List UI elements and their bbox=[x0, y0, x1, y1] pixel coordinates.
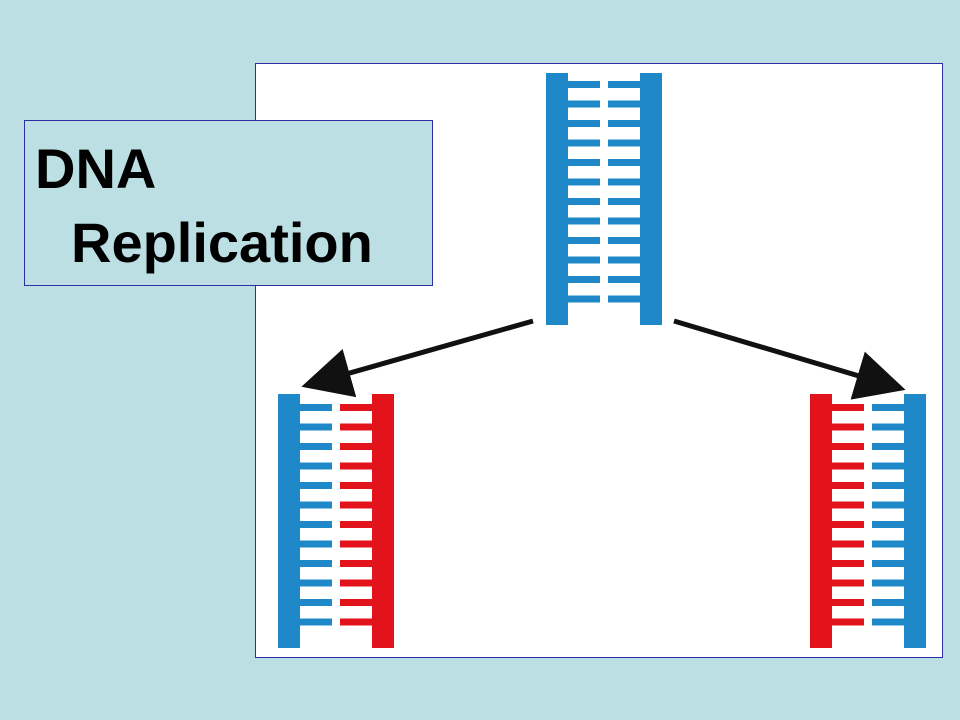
base-left bbox=[568, 217, 600, 225]
base-right bbox=[872, 443, 904, 450]
base-left bbox=[300, 599, 332, 606]
base-left bbox=[300, 540, 332, 548]
base-right bbox=[340, 540, 372, 548]
base-left bbox=[568, 295, 600, 303]
base-right bbox=[872, 579, 904, 587]
base-right bbox=[608, 159, 640, 166]
base-left bbox=[300, 521, 332, 528]
base-left bbox=[300, 462, 332, 470]
base-left bbox=[832, 599, 864, 606]
base-right bbox=[340, 618, 372, 626]
base-left bbox=[832, 618, 864, 626]
base-right bbox=[608, 256, 640, 264]
base-left bbox=[300, 423, 332, 431]
base-left bbox=[300, 618, 332, 626]
left-strand-backbone bbox=[810, 394, 832, 648]
base-left bbox=[832, 443, 864, 450]
base-left bbox=[568, 100, 600, 108]
left-strand-backbone bbox=[278, 394, 300, 648]
base-left bbox=[568, 237, 600, 244]
base-left bbox=[832, 482, 864, 489]
base-right bbox=[608, 276, 640, 283]
base-left bbox=[300, 482, 332, 489]
base-right bbox=[340, 443, 372, 450]
base-right bbox=[608, 100, 640, 108]
base-left bbox=[568, 198, 600, 205]
base-left bbox=[832, 404, 864, 411]
base-right bbox=[340, 579, 372, 587]
base-right bbox=[340, 599, 372, 606]
base-left bbox=[832, 423, 864, 431]
base-right bbox=[608, 237, 640, 244]
base-right bbox=[340, 501, 372, 509]
base-right bbox=[872, 521, 904, 528]
dna-replication-diagram bbox=[278, 73, 926, 648]
base-left bbox=[568, 178, 600, 186]
base-left bbox=[300, 501, 332, 509]
title-line-replication: Replication bbox=[71, 211, 373, 274]
right-daughter-dna-molecule bbox=[810, 394, 926, 648]
base-right bbox=[872, 482, 904, 489]
left-daughter-dna-molecule bbox=[278, 394, 394, 648]
arrow-to-right-daughter bbox=[673, 318, 906, 400]
base-left bbox=[832, 521, 864, 528]
title-line-dna: DNA bbox=[35, 137, 157, 200]
base-right bbox=[608, 139, 640, 147]
base-left bbox=[300, 404, 332, 411]
base-left bbox=[832, 579, 864, 587]
base-left bbox=[568, 159, 600, 166]
base-right bbox=[608, 295, 640, 303]
base-right bbox=[872, 423, 904, 431]
base-left bbox=[568, 139, 600, 147]
base-left bbox=[300, 560, 332, 567]
base-right bbox=[340, 462, 372, 470]
base-right bbox=[340, 521, 372, 528]
base-right bbox=[608, 81, 640, 88]
base-right bbox=[872, 462, 904, 470]
base-left bbox=[832, 501, 864, 509]
base-left bbox=[300, 443, 332, 450]
base-left bbox=[568, 81, 600, 88]
base-right bbox=[872, 501, 904, 509]
right-strand-backbone bbox=[372, 394, 394, 648]
base-right bbox=[872, 404, 904, 411]
base-right bbox=[340, 482, 372, 489]
base-right bbox=[608, 178, 640, 186]
base-left bbox=[568, 256, 600, 264]
base-right bbox=[608, 198, 640, 205]
base-left bbox=[568, 120, 600, 127]
base-right bbox=[340, 560, 372, 567]
parent-dna-molecule bbox=[546, 73, 662, 325]
base-right bbox=[608, 120, 640, 127]
base-right bbox=[872, 599, 904, 606]
base-left bbox=[832, 540, 864, 548]
left-strand-backbone bbox=[546, 73, 568, 325]
base-left bbox=[568, 276, 600, 283]
base-left bbox=[300, 579, 332, 587]
base-right bbox=[872, 540, 904, 548]
base-left bbox=[832, 462, 864, 470]
base-right bbox=[872, 618, 904, 626]
base-right bbox=[608, 217, 640, 225]
base-right bbox=[340, 423, 372, 431]
base-right bbox=[872, 560, 904, 567]
right-strand-backbone bbox=[640, 73, 662, 325]
title-box: DNA Replication bbox=[24, 120, 433, 286]
arrow-to-left-daughter bbox=[301, 318, 534, 398]
base-right bbox=[340, 404, 372, 411]
right-strand-backbone bbox=[904, 394, 926, 648]
base-left bbox=[832, 560, 864, 567]
